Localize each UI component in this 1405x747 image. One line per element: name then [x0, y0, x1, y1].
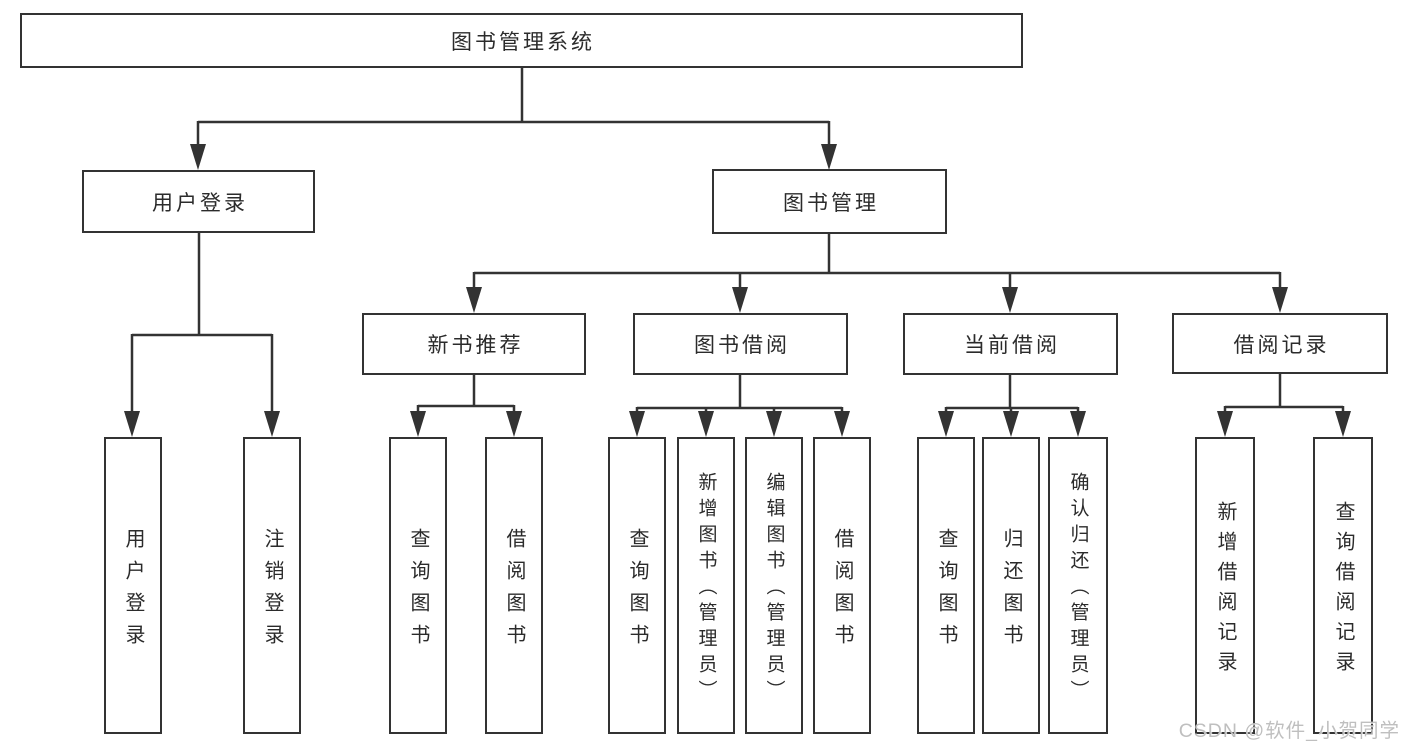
leaf-query-books-current: 查询图书: [917, 437, 975, 734]
node-label: 借阅图书: [831, 527, 853, 656]
leaf-query-borrow-record: 查询借阅记录: [1313, 437, 1373, 734]
node-label: 查询图书: [626, 527, 648, 656]
leaf-add-borrow-record: 新增借阅记录: [1195, 437, 1255, 734]
node-label: 用户登录: [152, 191, 248, 215]
connector-new-book-children: [410, 375, 522, 437]
node-label: 当前借阅: [964, 334, 1060, 357]
node-label: 新书推荐: [427, 334, 524, 357]
node-label: 归还图书: [1000, 527, 1022, 656]
node-label: 编辑图书（管理员）: [763, 472, 785, 706]
node-label: 确认归还（管理员）: [1067, 472, 1089, 706]
node-current-borrow: 当前借阅: [903, 313, 1118, 375]
leaf-return-books: 归还图书: [982, 437, 1040, 734]
node-system-root: 图书管理系统: [20, 13, 1023, 68]
node-label: 查询借阅记录: [1332, 500, 1354, 681]
connector-book-borrow-children: [629, 375, 850, 437]
leaf-borrow-books: 借阅图书: [813, 437, 871, 734]
node-label: 图书管理: [783, 191, 879, 215]
connector-root-to-level2: [190, 68, 837, 170]
node-label: 查询图书: [407, 527, 429, 656]
node-label: 图书管理系统: [451, 30, 595, 54]
node-label: 注销登录: [261, 527, 283, 656]
leaf-borrow-books-recommend: 借阅图书: [485, 437, 543, 734]
node-label: 借阅记录: [1233, 333, 1330, 357]
node-label: 借阅图书: [503, 527, 525, 656]
csdn-watermark: CSDN @软件_小贺同学: [1178, 720, 1400, 742]
leaf-logout: 注销登录: [243, 437, 301, 734]
node-label: 用户登录: [122, 527, 144, 656]
connector-book-management-sections: [466, 233, 1288, 313]
node-label: 查询图书: [935, 527, 957, 656]
connector-current-borrow-children: [938, 375, 1086, 437]
node-label: 图书借阅: [694, 334, 790, 357]
node-label: 新增图书（管理员）: [695, 472, 717, 706]
leaf-confirm-return-admin: 确认归还（管理员）: [1048, 437, 1108, 734]
leaf-query-books-borrow: 查询图书: [608, 437, 666, 734]
node-label: 新增借阅记录: [1214, 500, 1236, 681]
leaf-add-books-admin: 新增图书（管理员）: [677, 437, 735, 734]
connector-borrow-records-children: [1217, 373, 1351, 437]
leaf-query-books-recommend: 查询图书: [389, 437, 447, 734]
node-book-management: 图书管理: [712, 169, 947, 234]
node-borrow-records: 借阅记录: [1172, 313, 1388, 374]
node-new-book-recommend: 新书推荐: [362, 313, 586, 375]
node-user-login: 用户登录: [82, 170, 315, 233]
connector-user-login-children: [124, 233, 280, 437]
leaf-edit-books-admin: 编辑图书（管理员）: [745, 437, 803, 734]
leaf-user-login: 用户登录: [104, 437, 162, 734]
node-book-borrow: 图书借阅: [633, 313, 848, 375]
